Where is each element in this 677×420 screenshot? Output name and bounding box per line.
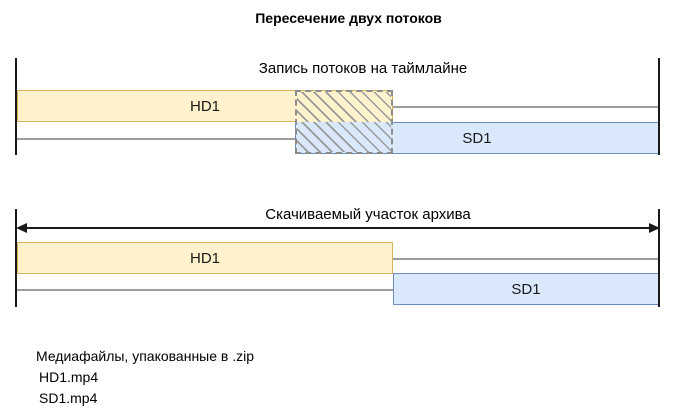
timeline2-start-marker bbox=[15, 209, 17, 307]
streams-overlap-region bbox=[295, 90, 393, 154]
archive-sd1-bar-label: SD1 bbox=[511, 280, 541, 298]
timeline2-end-marker bbox=[658, 209, 660, 307]
recording-timeline-label: Запись потоков на таймлайне bbox=[258, 60, 468, 77]
archive-sd1-track-line bbox=[17, 289, 658, 291]
overlap-hd1-hatched-area bbox=[297, 92, 391, 122]
zip-files-heading: Медиафайлы, упакованные в .zip bbox=[36, 348, 255, 364]
recording-hd1-bar-label: HD1 bbox=[189, 97, 220, 115]
file-item-sd1: SD1.mp4 bbox=[39, 390, 98, 406]
file-item-hd1: HD1.mp4 bbox=[39, 369, 99, 385]
timeline1-end-marker bbox=[658, 58, 660, 155]
left-arrowhead-icon bbox=[16, 223, 27, 233]
archive-sd1-bar: SD1 bbox=[393, 273, 659, 305]
right-arrowhead-icon bbox=[649, 223, 660, 233]
download-range-arrow bbox=[26, 227, 651, 229]
overlap-sd1-hatched-area bbox=[297, 122, 391, 152]
archive-hd1-bar: HD1 bbox=[17, 242, 393, 274]
archive-hd1-bar-label: HD1 bbox=[189, 249, 220, 267]
recording-sd1-bar-label: SD1 bbox=[462, 129, 492, 147]
diagram-title: Пересечение двух потоков bbox=[255, 10, 442, 26]
timeline1-start-marker bbox=[15, 58, 17, 155]
download-section-label: Скачиваемый участок архива bbox=[265, 206, 471, 223]
